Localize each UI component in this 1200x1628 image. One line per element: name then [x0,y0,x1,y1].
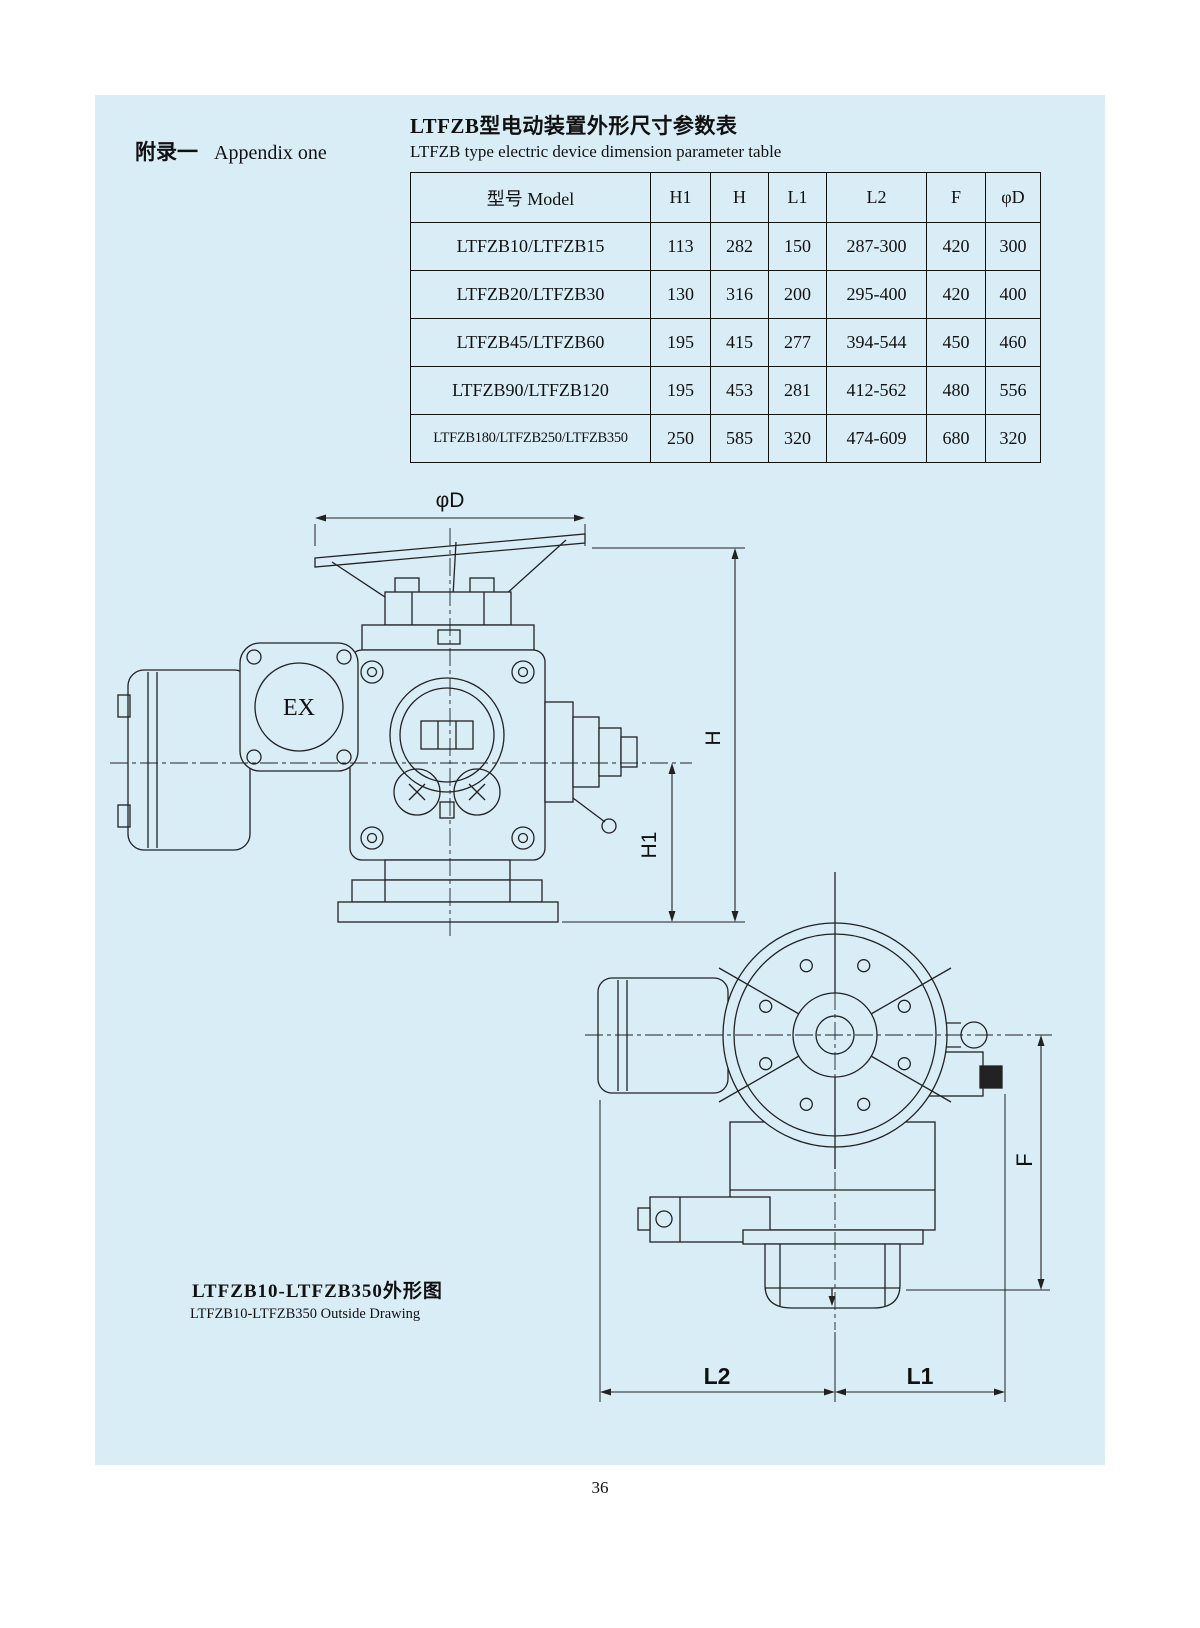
table-header-row: 型号 Model H1 H L1 L2 F φD [410,172,1041,223]
value-cell: 320 [768,414,827,463]
model-cell: LTFZB90/LTFZB120 [410,366,651,415]
value-cell: 281 [768,366,827,415]
model-cell: LTFZB20/LTFZB30 [410,270,651,319]
value-cell: 474-609 [826,414,927,463]
dim-label-l2: L2 [704,1363,731,1389]
dim-label-phi-d: φD [436,489,465,512]
table-row: LTFZB20/LTFZB30 130 316 200 295-400 420 … [410,270,1041,319]
side-view-drawing: F L2 L1 [585,872,1052,1402]
value-cell: 420 [926,270,986,319]
value-cell: 316 [710,270,769,319]
appendix-title-cn: 附录一 [135,140,198,164]
ex-marking-label: EX [283,695,315,721]
value-cell: 295-400 [826,270,927,319]
value-cell: 113 [650,222,711,271]
value-cell: 394-544 [826,318,927,367]
col-header-h1: H1 [650,172,711,223]
table-title-en: LTFZB type electric device dimension par… [410,142,782,161]
table-row: LTFZB10/LTFZB15 113 282 150 287-300 420 … [410,222,1041,271]
value-cell: 480 [926,366,986,415]
front-view-drawing: φD H H1 EX [110,489,745,936]
table-row: LTFZB180/LTFZB250/LTFZB350 250 585 320 4… [410,414,1041,463]
value-cell: 460 [985,318,1041,367]
value-cell: 420 [926,222,986,271]
value-cell: 300 [985,222,1041,271]
value-cell: 200 [768,270,827,319]
col-header-f: F [926,172,986,223]
table-row: LTFZB90/LTFZB120 195 453 281 412-562 480… [410,366,1041,415]
value-cell: 250 [650,414,711,463]
model-cell: LTFZB180/LTFZB250/LTFZB350 [410,414,651,463]
value-cell: 450 [926,318,986,367]
dim-label-f: F [1012,1153,1037,1166]
col-header-model: 型号 Model [410,172,651,223]
dim-label-h1: H1 [638,832,661,859]
drawing-caption-cn: LTFZB10-LTFZB350外形图 [192,1281,443,1302]
page-number: 36 [591,1478,609,1497]
table-title-cn: LTFZB型电动装置外形尺寸参数表 [410,114,738,138]
value-cell: 150 [768,222,827,271]
model-cell: LTFZB10/LTFZB15 [410,222,651,271]
value-cell: 195 [650,318,711,367]
value-cell: 415 [710,318,769,367]
value-cell: 680 [926,414,986,463]
col-header-l1: L1 [768,172,827,223]
value-cell: 282 [710,222,769,271]
dim-label-l1: L1 [907,1363,934,1389]
col-header-l2: L2 [826,172,927,223]
value-cell: 287-300 [826,222,927,271]
value-cell: 585 [710,414,769,463]
col-header-phi-d: φD [985,172,1041,223]
appendix-title-en: Appendix one [214,142,327,164]
value-cell: 320 [985,414,1041,463]
value-cell: 412-562 [826,366,927,415]
value-cell: 453 [710,366,769,415]
value-cell: 556 [985,366,1041,415]
value-cell: 195 [650,366,711,415]
col-header-h: H [710,172,769,223]
dimension-parameter-table: 型号 Model H1 H L1 L2 F φD LTFZB10/LTFZB15… [410,172,1041,463]
model-cell: LTFZB45/LTFZB60 [410,318,651,367]
appendix-heading: 附录一 Appendix one [135,136,327,166]
table-row: LTFZB45/LTFZB60 195 415 277 394-544 450 … [410,318,1041,367]
drawing-caption-en: LTFZB10-LTFZB350 Outside Drawing [190,1306,421,1322]
value-cell: 400 [985,270,1041,319]
value-cell: 130 [650,270,711,319]
dim-label-h: H [702,730,725,745]
value-cell: 277 [768,318,827,367]
